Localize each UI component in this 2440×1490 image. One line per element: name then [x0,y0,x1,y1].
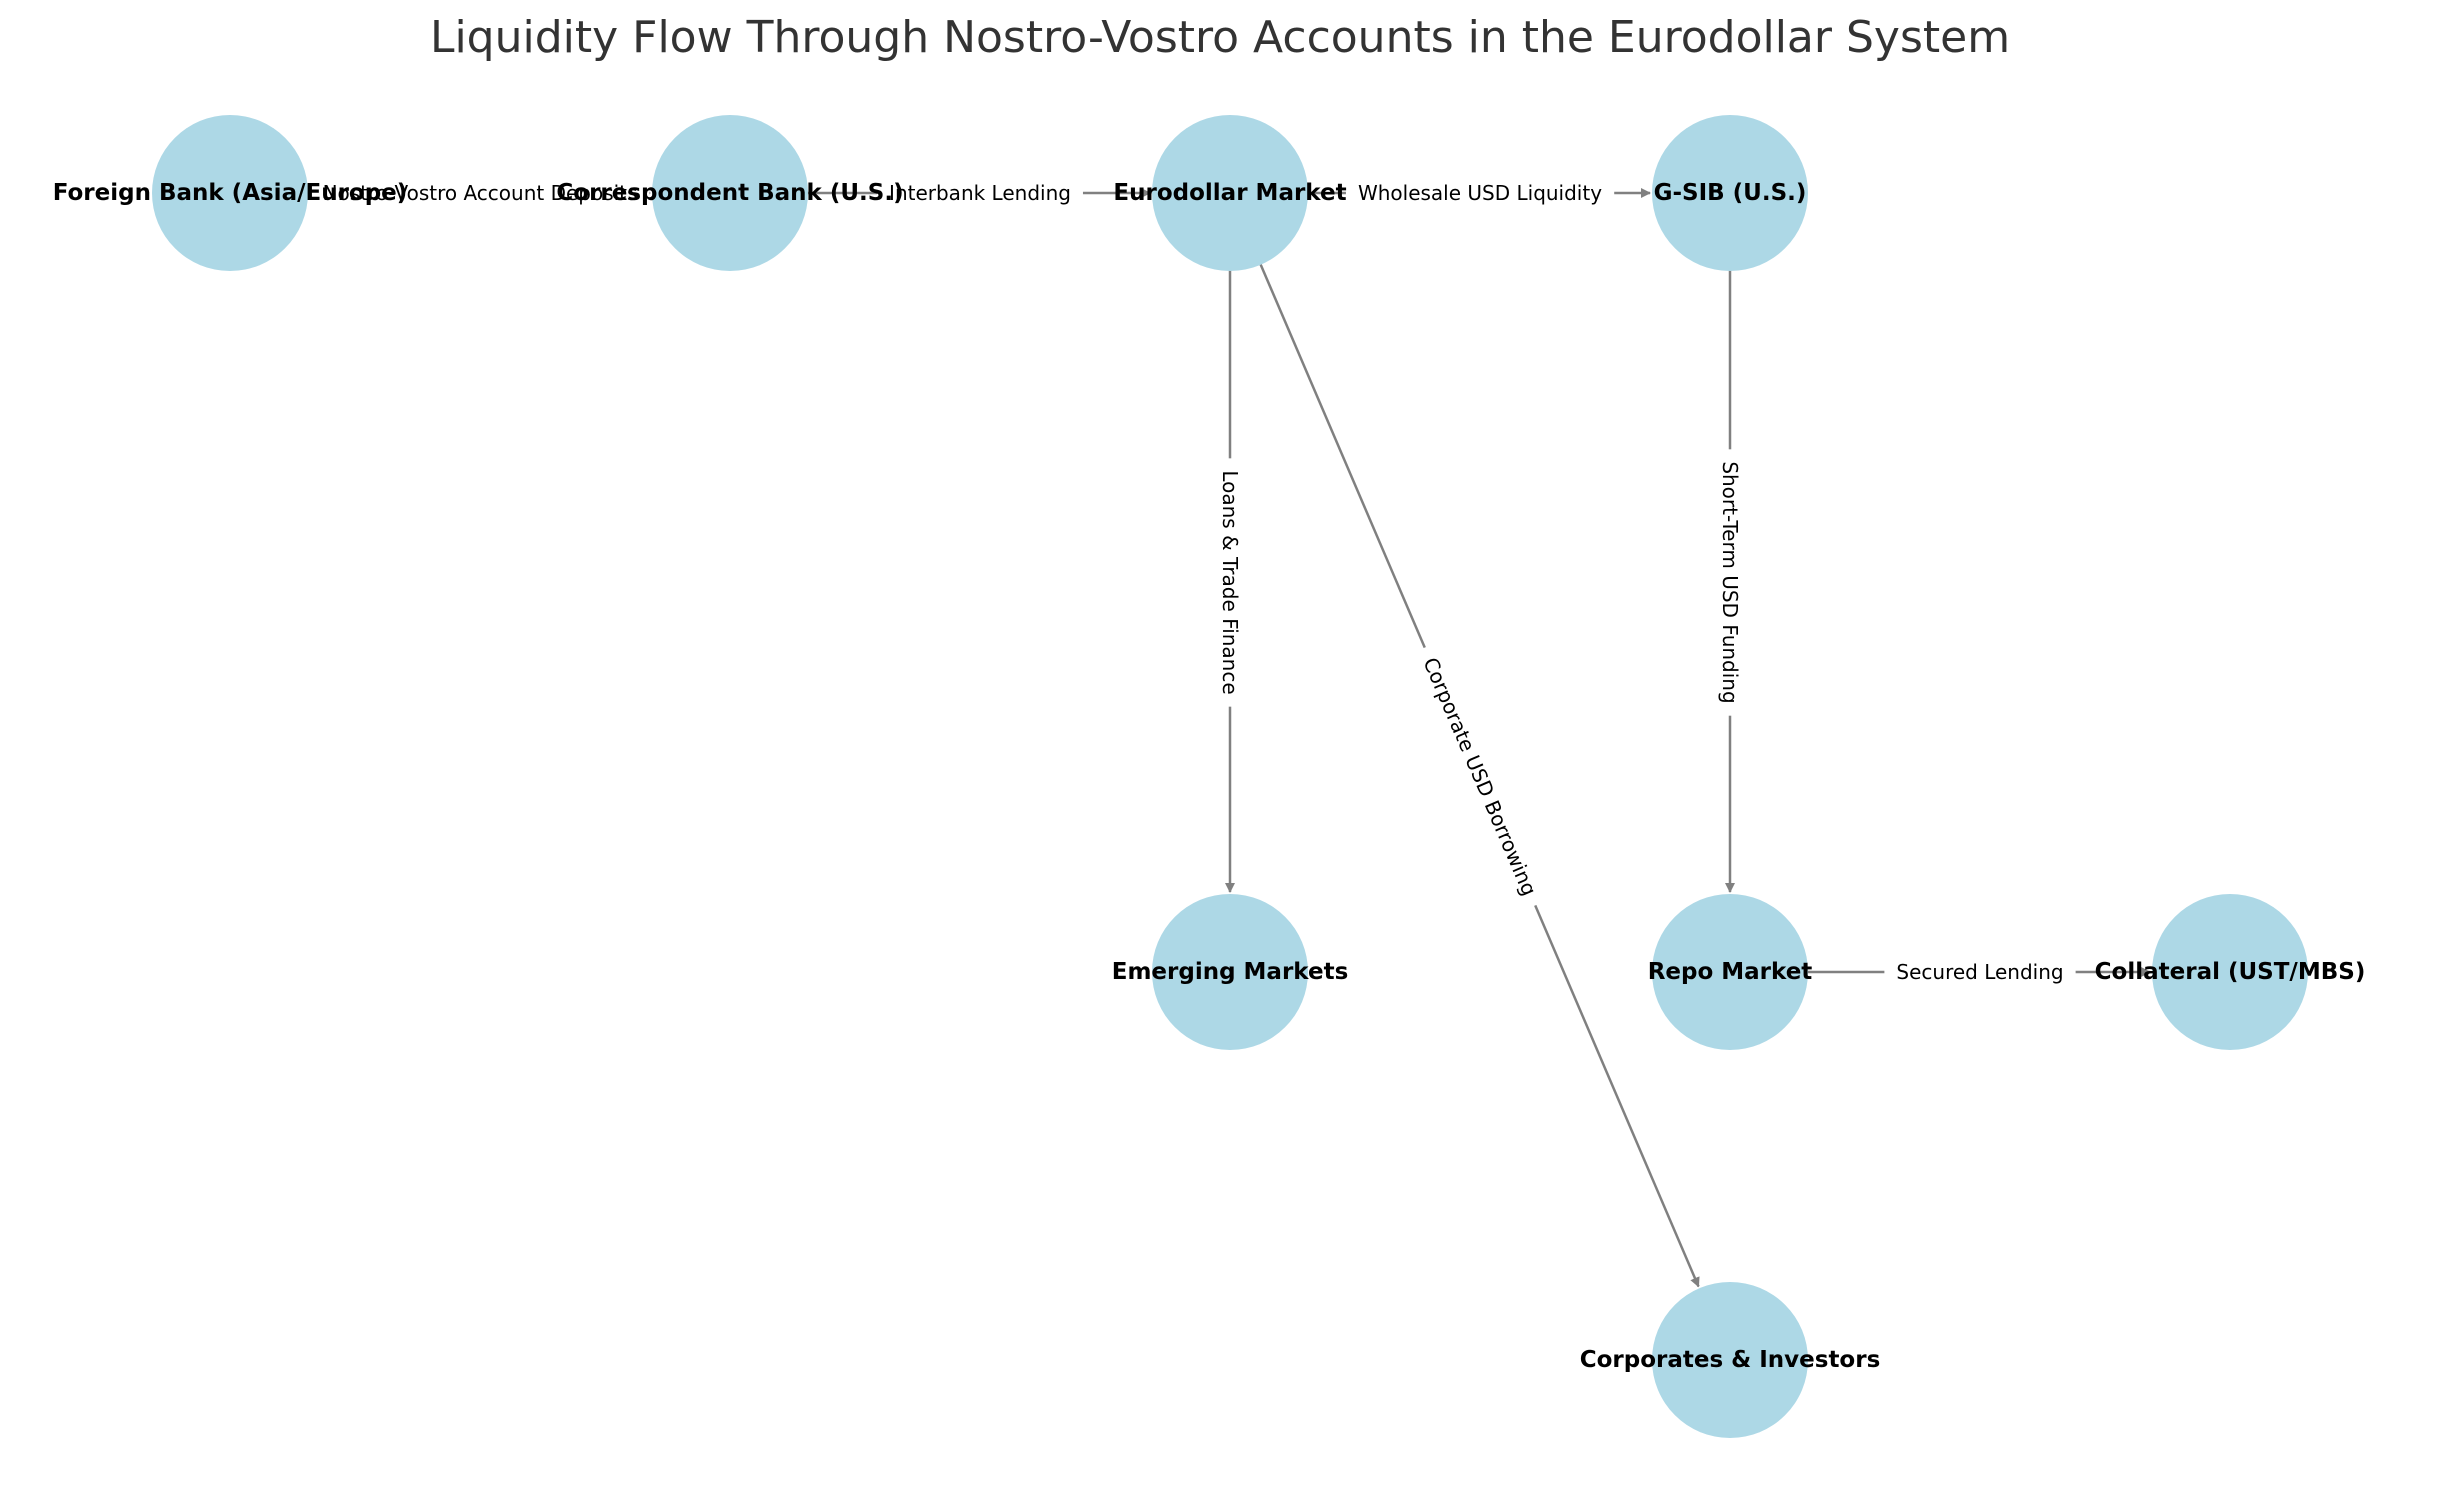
node-label: Corporates & Investors [1580,1347,1881,1373]
node-label: Eurodollar Market [1113,180,1346,206]
edge-label-background [1345,179,1615,207]
node-label: Repo Market [1648,959,1813,985]
node-foreign: Foreign Bank (Asia/Europe) [53,115,408,271]
node-circle [152,115,308,271]
node-circle [1152,894,1308,1050]
node-label: Foreign Bank (Asia/Europe) [53,180,408,206]
edge-label-group: Wholesale USD Liquidity [1345,179,1615,207]
node-repo: Repo Market [1648,894,1813,1050]
edges-layer: Nostro-Vostro Account Deposits Interbank … [230,179,2151,1288]
node-collateral: Collateral (UST/MBS) [2095,894,2366,1050]
node-circle [1652,1282,1808,1438]
edge-label-group: Loans & Trade Finance [1216,458,1244,707]
edge-label: Corporate USD Borrowing [1418,654,1541,899]
node-circle [1152,115,1308,271]
edge-label-group: Secured Lending [1884,958,2076,986]
edge-label-background [1716,449,1744,716]
edge-label-group: Nostro-Vostro Account Deposits [310,179,650,207]
edge-label: Loans & Trade Finance [1218,470,1242,694]
edge-gsib-to-repo: Short-Term USD Funding [1716,193,1744,893]
edge-eurodollar-to-gsib: Wholesale USD Liquidity [1230,179,1651,207]
node-corporates: Corporates & Investors [1580,1282,1881,1438]
edge-label-group: Corporate USD Borrowing [1411,642,1549,911]
diagram-title: Liquidity Flow Through Nostro-Vostro Acc… [430,12,2010,63]
edge-label: Short-Term USD Funding [1718,461,1742,703]
edge-label-group: Short-Term USD Funding [1716,449,1744,716]
node-circle [1652,894,1808,1050]
edge-label: Wholesale USD Liquidity [1358,181,1602,205]
edge-label-background [310,179,650,207]
node-label: Emerging Markets [1112,959,1349,985]
edge-label-group: Interbank Lending [877,179,1083,207]
edge-eurodollar-to-emerging: Loans & Trade Finance [1216,193,1244,893]
node-circle [1652,115,1808,271]
nodes-layer: Foreign Bank (Asia/Europe) Correspondent … [53,115,2366,1438]
node-label: G-SIB (U.S.) [1654,180,1807,206]
edge-eurodollar-to-corporates: Corporate USD Borrowing [1228,192,1700,1288]
node-correspondent: Correspondent Bank (U.S.) [556,115,904,271]
edge-label-background [877,179,1083,207]
node-emerging: Emerging Markets [1112,894,1349,1050]
edge-label-background [1884,958,2076,986]
node-gsib: G-SIB (U.S.) [1652,115,1808,271]
node-eurodollar: Eurodollar Market [1113,115,1347,271]
node-label: Collateral (UST/MBS) [2095,959,2366,985]
edge-label: Nostro-Vostro Account Deposits [323,181,638,205]
edge-correspondent-to-eurodollar: Interbank Lending [730,179,1151,207]
edge-foreign-to-correspondent: Nostro-Vostro Account Deposits [230,179,651,207]
edge-repo-to-collateral: Secured Lending [1730,958,2151,986]
edge-label: Secured Lending [1896,960,2063,984]
node-circle [2152,894,2308,1050]
edge-label-background [1411,642,1549,911]
node-label: Correspondent Bank (U.S.) [556,180,903,206]
node-circle [652,115,808,271]
edge-label: Interbank Lending [889,181,1071,205]
edge-label-background [1216,458,1244,707]
